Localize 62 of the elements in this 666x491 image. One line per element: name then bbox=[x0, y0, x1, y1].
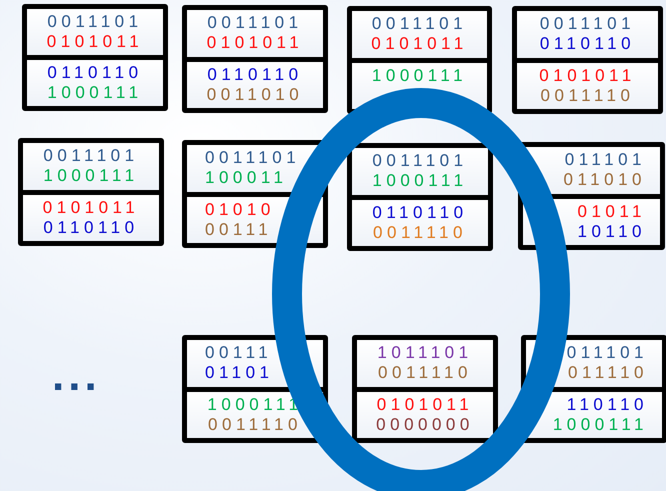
binary-string: 0110110 bbox=[47, 63, 143, 83]
binary-string: 0101011 bbox=[46, 32, 144, 52]
binary-string: 0110110 bbox=[43, 218, 139, 238]
register-panel bbox=[27, 9, 163, 55]
binary-string: 011010 bbox=[564, 170, 646, 190]
binary-string: 0011101 bbox=[47, 12, 143, 32]
binary-string: 0011101 bbox=[43, 146, 139, 166]
binary-string: 0011101 bbox=[207, 13, 303, 33]
binary-string: 0101011 bbox=[376, 394, 474, 414]
binary-string: 01101 bbox=[205, 363, 274, 383]
binary-string: 01011 bbox=[577, 202, 646, 222]
binary-string: 0011101 bbox=[372, 151, 468, 171]
memory-frame bbox=[512, 6, 663, 114]
memory-frame bbox=[18, 138, 164, 246]
binary-string: 0110110 bbox=[540, 34, 636, 54]
memory-frame bbox=[182, 5, 328, 113]
register-panel bbox=[352, 200, 488, 246]
binary-string: 1000111 bbox=[47, 83, 143, 103]
binary-string: 10110 bbox=[577, 222, 646, 242]
binary-string: 0011110 bbox=[378, 363, 472, 383]
binary-string: 0011110 bbox=[373, 222, 467, 242]
binary-string: 011101 bbox=[566, 343, 648, 363]
binary-string: 0011101 bbox=[372, 14, 468, 34]
binary-string: 0110110 bbox=[372, 202, 468, 222]
binary-string: 0011110 bbox=[208, 414, 302, 434]
register-panel bbox=[187, 10, 323, 56]
register-panel bbox=[187, 62, 323, 108]
binary-string: 0101011 bbox=[539, 66, 636, 86]
binary-string: 0101011 bbox=[206, 33, 304, 53]
binary-string: 100011 bbox=[205, 168, 288, 188]
binary-string: 0000000 bbox=[376, 414, 474, 434]
binary-string: 1000111 bbox=[372, 171, 468, 191]
ellipsis-text: ... bbox=[52, 356, 101, 396]
binary-string: 1000111 bbox=[552, 414, 648, 434]
binary-string: 1011101 bbox=[377, 343, 473, 363]
binary-string: 011101 bbox=[564, 150, 646, 170]
register-panel bbox=[27, 60, 163, 106]
binary-string: 0011101 bbox=[205, 148, 300, 168]
binary-string: 0110110 bbox=[207, 64, 303, 84]
binary-string: 0101011 bbox=[371, 34, 468, 54]
memory-frame bbox=[347, 143, 493, 251]
register-panel bbox=[357, 392, 493, 438]
binary-string: 110110 bbox=[566, 394, 648, 414]
binary-string: 01010 bbox=[205, 200, 275, 220]
binary-string: 00111 bbox=[205, 220, 272, 240]
register-panel bbox=[357, 340, 493, 386]
binary-string: 011110 bbox=[568, 363, 648, 383]
binary-string: 00111 bbox=[205, 343, 272, 363]
binary-string: 0011101 bbox=[540, 14, 636, 34]
memory-frame bbox=[22, 4, 168, 111]
register-panel bbox=[352, 11, 487, 58]
memory-frame bbox=[352, 335, 498, 443]
register-panel bbox=[517, 62, 658, 109]
binary-string: 0101011 bbox=[42, 198, 140, 218]
register-panel bbox=[23, 194, 159, 241]
binary-string: 0011110 bbox=[540, 86, 634, 106]
register-panel bbox=[352, 148, 488, 194]
binary-string: 1000111 bbox=[43, 166, 139, 186]
binary-string: 1000111 bbox=[372, 66, 468, 86]
binary-string: 0011010 bbox=[206, 84, 304, 104]
register-panel bbox=[517, 11, 658, 58]
register-panel bbox=[23, 143, 159, 190]
